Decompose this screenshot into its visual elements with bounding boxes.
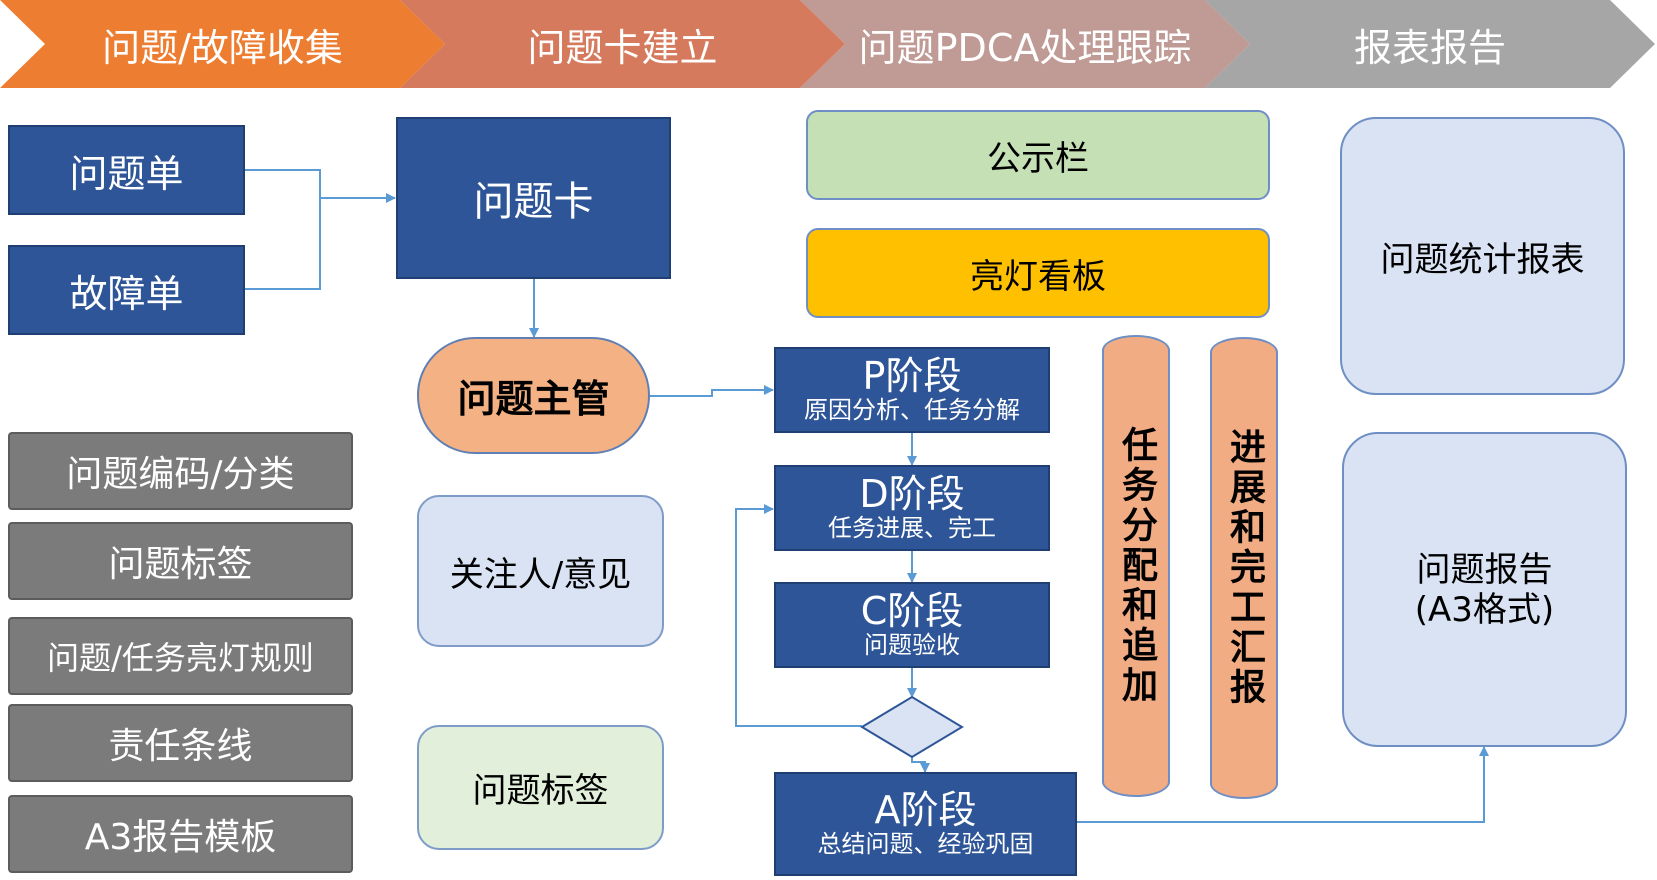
phase-p-box: P阶段 原因分析、任务分解 <box>774 347 1050 433</box>
decision-diamond <box>860 695 964 759</box>
phase-p-title: P阶段 <box>862 354 962 398</box>
stage-card-creation-label: 问题卡建立 <box>527 25 718 70</box>
stage-pdca-tracking: 问题PDCA处理跟踪 <box>800 0 1250 88</box>
stage-card-creation: 问题卡建立 <box>400 0 845 88</box>
phase-a-box: A阶段 总结问题、经验巩固 <box>774 772 1077 876</box>
stats-report-box: 问题统计报表 <box>1340 117 1625 395</box>
phase-c-title: C阶段 <box>860 589 964 633</box>
stage-collection: 问题/故障收集 <box>0 0 445 88</box>
phase-a-title: A阶段 <box>874 788 977 832</box>
issue-tags-box: 问题标签 <box>417 725 664 850</box>
light-board-box: 亮灯看板 <box>806 228 1270 318</box>
connector-manager-to-p <box>650 385 774 397</box>
config-item-light-rules: 问题/任务亮灯规则 <box>8 617 353 695</box>
phase-p-subtitle: 原因分析、任务分解 <box>804 396 1020 424</box>
connector-decision-to-a <box>911 757 930 773</box>
a3-report-box: 问题报告 (A3格式) <box>1342 432 1627 747</box>
stage-reports: 报表报告 <box>1205 0 1655 88</box>
stats-report-label: 问题统计报表 <box>1380 239 1585 280</box>
config-item-coding-label: 问题编码/分类 <box>66 454 295 495</box>
issue-manager-box: 问题主管 <box>417 337 650 454</box>
task-assign-label: 任务分配和追加 <box>1116 426 1157 706</box>
phase-a-subtitle: 总结问题、经验巩固 <box>817 830 1034 858</box>
config-item-coding: 问题编码/分类 <box>8 432 353 510</box>
task-assign-pill: 任务分配和追加 <box>1102 335 1170 797</box>
config-item-tags: 问题标签 <box>8 522 353 600</box>
issue-manager-label: 问题主管 <box>457 377 610 421</box>
stage-reports-label: 报表报告 <box>1353 25 1506 70</box>
issue-card-label: 问题卡 <box>473 179 594 225</box>
progress-report-label: 进展和完工汇报 <box>1224 428 1265 708</box>
fault-ticket-box: 故障单 <box>8 245 245 335</box>
issue-tags-label: 问题标签 <box>472 771 609 811</box>
fault-ticket-label: 故障单 <box>69 271 184 316</box>
followers-box: 关注人/意见 <box>417 495 664 647</box>
stage-pdca-tracking-label: 问题PDCA处理跟踪 <box>858 25 1192 70</box>
config-item-responsibility: 责任条线 <box>8 704 353 782</box>
stage-collection-label: 问题/故障收集 <box>102 25 343 70</box>
phase-d-subtitle: 任务进展、完工 <box>828 514 996 542</box>
connector-issue-to-card <box>245 169 321 198</box>
config-item-a3-template: A3报告模板 <box>8 795 353 873</box>
config-item-light-rules-label: 问题/任务亮灯规则 <box>47 639 314 677</box>
config-item-responsibility-label: 责任条线 <box>108 726 253 767</box>
phase-d-title: D阶段 <box>859 472 965 516</box>
phase-d-box: D阶段 任务进展、完工 <box>774 465 1050 551</box>
bulletin-board-box: 公示栏 <box>806 110 1270 200</box>
a3-report-format: (A3格式) <box>1414 589 1555 630</box>
connector-fault-to-card <box>245 198 321 290</box>
followers-label: 关注人/意见 <box>449 554 632 595</box>
issue-ticket-box: 问题单 <box>8 125 245 215</box>
a3-report-title: 问题报告 <box>1416 549 1553 590</box>
phase-c-box: C阶段 问题验收 <box>774 582 1050 668</box>
issue-card-box: 问题卡 <box>396 117 671 279</box>
progress-report-pill: 进展和完工汇报 <box>1210 337 1278 799</box>
bulletin-board-label: 公示栏 <box>987 138 1089 179</box>
light-board-label: 亮灯看板 <box>970 256 1106 297</box>
config-item-tags-label: 问题标签 <box>108 544 253 585</box>
phase-c-subtitle: 问题验收 <box>864 631 960 659</box>
config-item-a3-template-label: A3报告模板 <box>84 817 277 858</box>
issue-ticket-label: 问题单 <box>69 151 184 196</box>
